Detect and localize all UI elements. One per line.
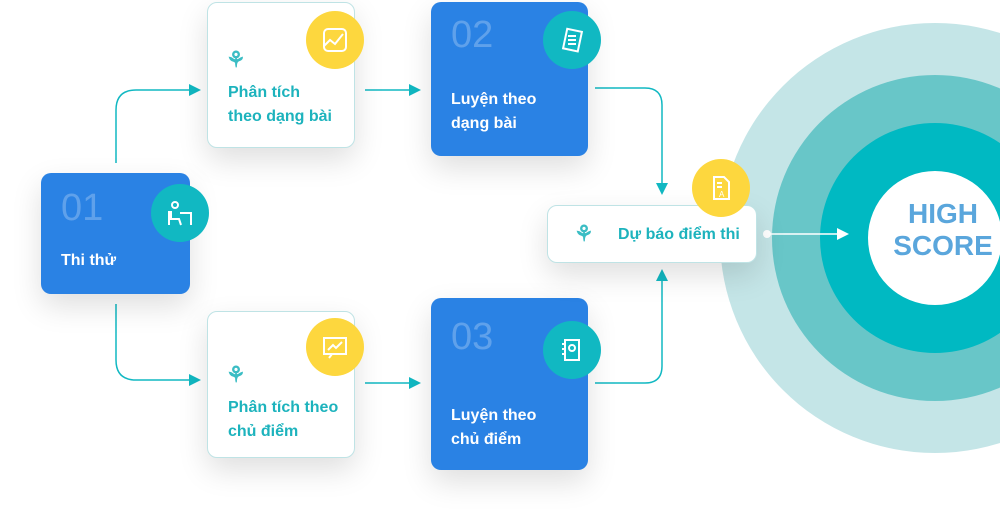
notebook-icon bbox=[543, 321, 601, 379]
label-line-2: chủ điểm bbox=[451, 431, 522, 448]
brand-logo-icon: ⚘ bbox=[574, 221, 594, 246]
analytics-icon bbox=[306, 318, 364, 376]
step-label: Dự báo điểm thi bbox=[618, 226, 740, 243]
grade-document-icon: A bbox=[692, 159, 750, 217]
label-line-1: Phân tích theo bbox=[228, 399, 339, 416]
test-taker-icon bbox=[151, 184, 209, 242]
svg-text:A: A bbox=[719, 190, 725, 199]
step-number: 02 bbox=[451, 14, 494, 56]
label-line-2: dạng bài bbox=[451, 115, 517, 132]
high-text: HIGH bbox=[908, 198, 978, 229]
label-line-1: Phân tích bbox=[228, 84, 301, 101]
chart-icon bbox=[306, 11, 364, 69]
score-circle bbox=[868, 171, 1000, 305]
step-number: 01 bbox=[61, 187, 104, 229]
step-number: 03 bbox=[451, 316, 494, 358]
label-line-1: Luyện theo bbox=[451, 407, 537, 424]
documents-icon bbox=[543, 11, 601, 69]
score-text: SCORE bbox=[893, 230, 993, 261]
label-line-2: theo dạng bài bbox=[228, 108, 332, 125]
step-02-practice-by-type[interactable]: 02 Luyện theo dạng bài bbox=[431, 2, 588, 156]
brand-logo-icon: ⚘ bbox=[226, 362, 246, 387]
brand-logo-icon: ⚘ bbox=[226, 47, 246, 72]
high-score-label: HIGH SCORE bbox=[888, 198, 998, 262]
score-rings bbox=[720, 23, 1000, 453]
label-line-2: chủ điểm bbox=[228, 423, 299, 440]
label-line-1: Luyện theo bbox=[451, 91, 537, 108]
step-label: Thi thử bbox=[61, 252, 117, 269]
